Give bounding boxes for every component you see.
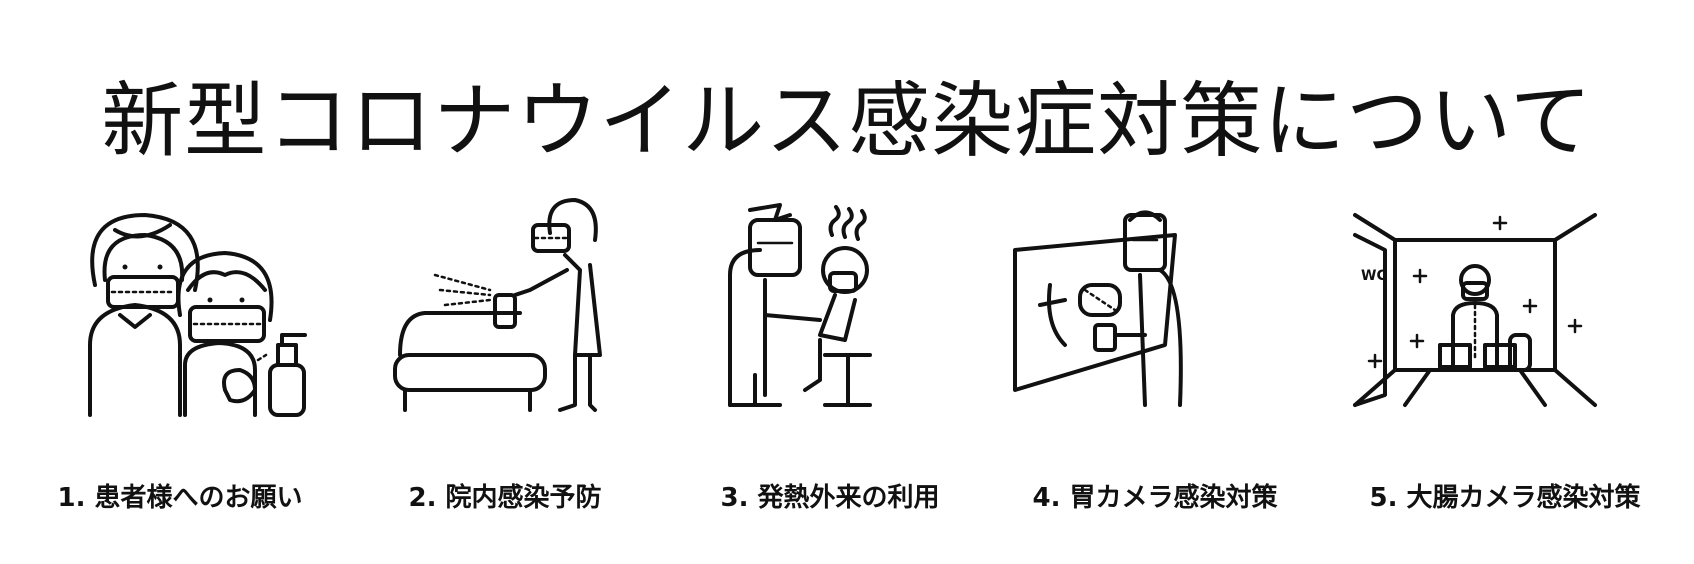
- panel-gastroscopy-measures: 4. 胃カメラ感染対策: [995, 195, 1315, 555]
- gastroscopy-partition-icon: [1013, 210, 1183, 407]
- panel-colonoscopy-measures: WC 5. 大腸カメラ感染対策: [1345, 195, 1665, 555]
- panel-fever-clinic: 3. 発熱外来の利用: [670, 195, 990, 555]
- masked-people-hand-sanitizer-icon: [88, 213, 307, 417]
- doctor-face-shield-patient-icon: [728, 203, 872, 407]
- panel-infection-prevention: 2. 院内感染予防: [345, 195, 665, 555]
- panel-caption: 3. 発熱外来の利用: [720, 483, 940, 513]
- colonoscopy-clean-room-icon: WC: [1353, 213, 1597, 407]
- page-title: 新型コロナウイルス感染症対策について: [101, 74, 1593, 169]
- panel-caption: 4. 胃カメラ感染対策: [1032, 483, 1278, 513]
- panel-patient-request: 1. 患者様へのお願い: [20, 195, 340, 555]
- door-sign: WC: [1361, 268, 1387, 284]
- panel-caption: 5. 大腸カメラ感染対策: [1369, 483, 1641, 513]
- disinfectant-spray-icon: [393, 198, 602, 412]
- panel-caption: 2. 院内感染予防: [408, 483, 602, 513]
- panel-caption: 1. 患者様へのお願い: [57, 483, 303, 513]
